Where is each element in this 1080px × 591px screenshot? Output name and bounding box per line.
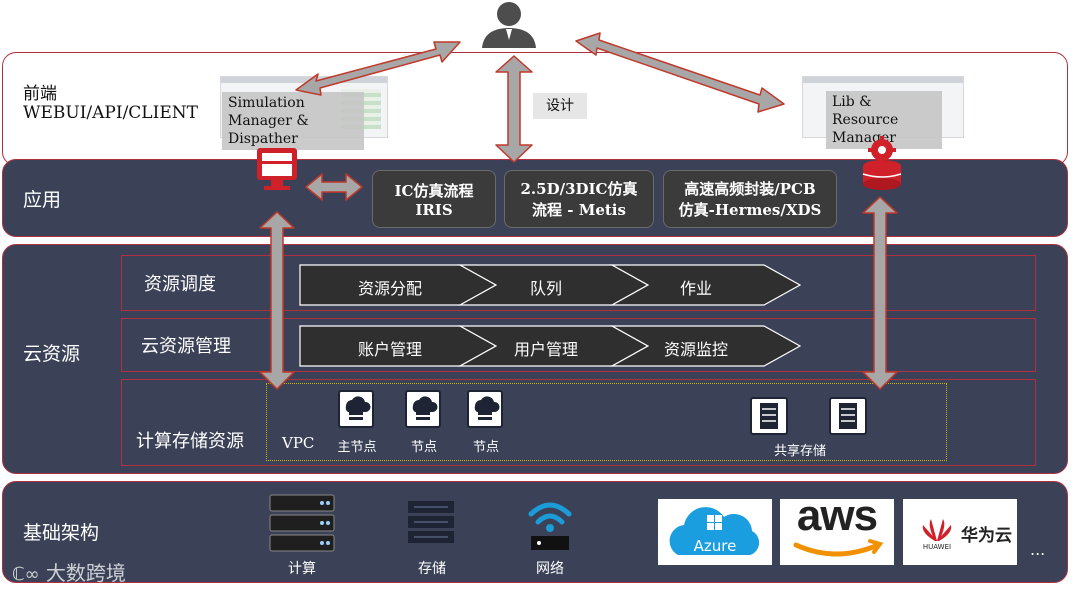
user-icon [478, 0, 540, 48]
watermark-text: 大数跨境 [45, 561, 126, 585]
watermark-logo-icon: ℂ∞ [12, 564, 40, 585]
aws-logo-text: aws [796, 491, 878, 540]
node-label: 节点 [472, 440, 499, 455]
app-iris-box[interactable]: IC仿真流程 IRIS [372, 170, 496, 228]
simulation-manager-caption: Simulation Manager & Dispather [222, 92, 364, 150]
monitor-icon [255, 146, 299, 196]
scheduling-step-2: 队列 [529, 279, 562, 298]
server-rack-icon [268, 493, 336, 553]
app-iris-line2: IRIS [415, 200, 453, 219]
app-metis-line1: 2.5D/3DIC仿真 [520, 180, 638, 198]
management-step-3: 资源监控 [663, 340, 728, 359]
watermark: ℂ∞ 大数跨境 [12, 557, 126, 586]
more-ellipsis: ... [1030, 540, 1046, 559]
cloud-label: 云资源 [23, 343, 81, 365]
chevron-step-6 [609, 325, 802, 367]
frontend-sublabel: WEBUI/API/CLIENT [23, 103, 198, 123]
node-label: 节点 [410, 440, 437, 455]
cloud-server-icon [467, 390, 503, 428]
storage-icon [402, 497, 460, 547]
aws-card: aws [780, 491, 894, 565]
infra-label: 基础架构 [23, 522, 100, 544]
shared-storage-label: 共享存储 [773, 444, 826, 459]
database-gear-icon [860, 136, 904, 190]
azure-cloud-icon [669, 507, 760, 555]
storage-server-icon [829, 397, 867, 435]
app-hermes-line1: 高速高频封装/PCB [684, 180, 816, 198]
management-label: 云资源管理 [141, 336, 231, 357]
aws-smile-icon [793, 539, 884, 557]
compute-label: 计算存储资源 [136, 431, 244, 452]
huawei-logo-icon [922, 519, 952, 541]
huawei-cloud-label: 华为云 [961, 526, 1012, 546]
azure-label: Azure [693, 537, 737, 555]
storage-infra-label: 存储 [418, 561, 446, 577]
chevron-step-3 [609, 264, 802, 306]
storage-server-icon [750, 397, 788, 435]
lib-manager-caption: Lib & Resource Manager [826, 91, 942, 149]
master-node-label: 主节点 [337, 440, 377, 455]
azure-card: Azure [658, 499, 772, 565]
vpc-box [266, 383, 947, 461]
vpc-label: VPC [282, 434, 315, 452]
scheduling-label: 资源调度 [144, 274, 216, 295]
frontend-label: 前端 [23, 84, 57, 104]
cloud-server-icon [338, 390, 374, 428]
app-iris-line1: IC仿真流程 [394, 181, 474, 200]
huawei-small-label: HUAWEI [922, 543, 952, 551]
scheduling-step-3: 作业 [679, 279, 712, 298]
scheduling-row [121, 255, 1036, 311]
app-metis-box[interactable]: 2.5D/3DIC仿真 流程 - Metis [504, 170, 654, 228]
compute-infra-label: 计算 [288, 561, 316, 577]
management-step-1: 账户管理 [357, 340, 422, 359]
app-metis-line2: 流程 - Metis [532, 201, 626, 219]
wifi-icon [525, 494, 575, 554]
huawei-card: HUAWEI 华为云 [903, 499, 1017, 565]
scheduling-step-1: 资源分配 [357, 279, 422, 298]
app-label: 应用 [23, 189, 62, 211]
app-hermes-box[interactable]: 高速高频封装/PCB 仿真-Hermes/XDS [663, 170, 837, 228]
network-infra-label: 网络 [536, 561, 564, 577]
management-row [121, 318, 1036, 372]
management-step-2: 用户管理 [513, 340, 578, 359]
app-hermes-line2: 仿真-Hermes/XDS [678, 201, 822, 219]
cloud-server-icon [405, 390, 441, 428]
compute-row [121, 379, 1036, 466]
